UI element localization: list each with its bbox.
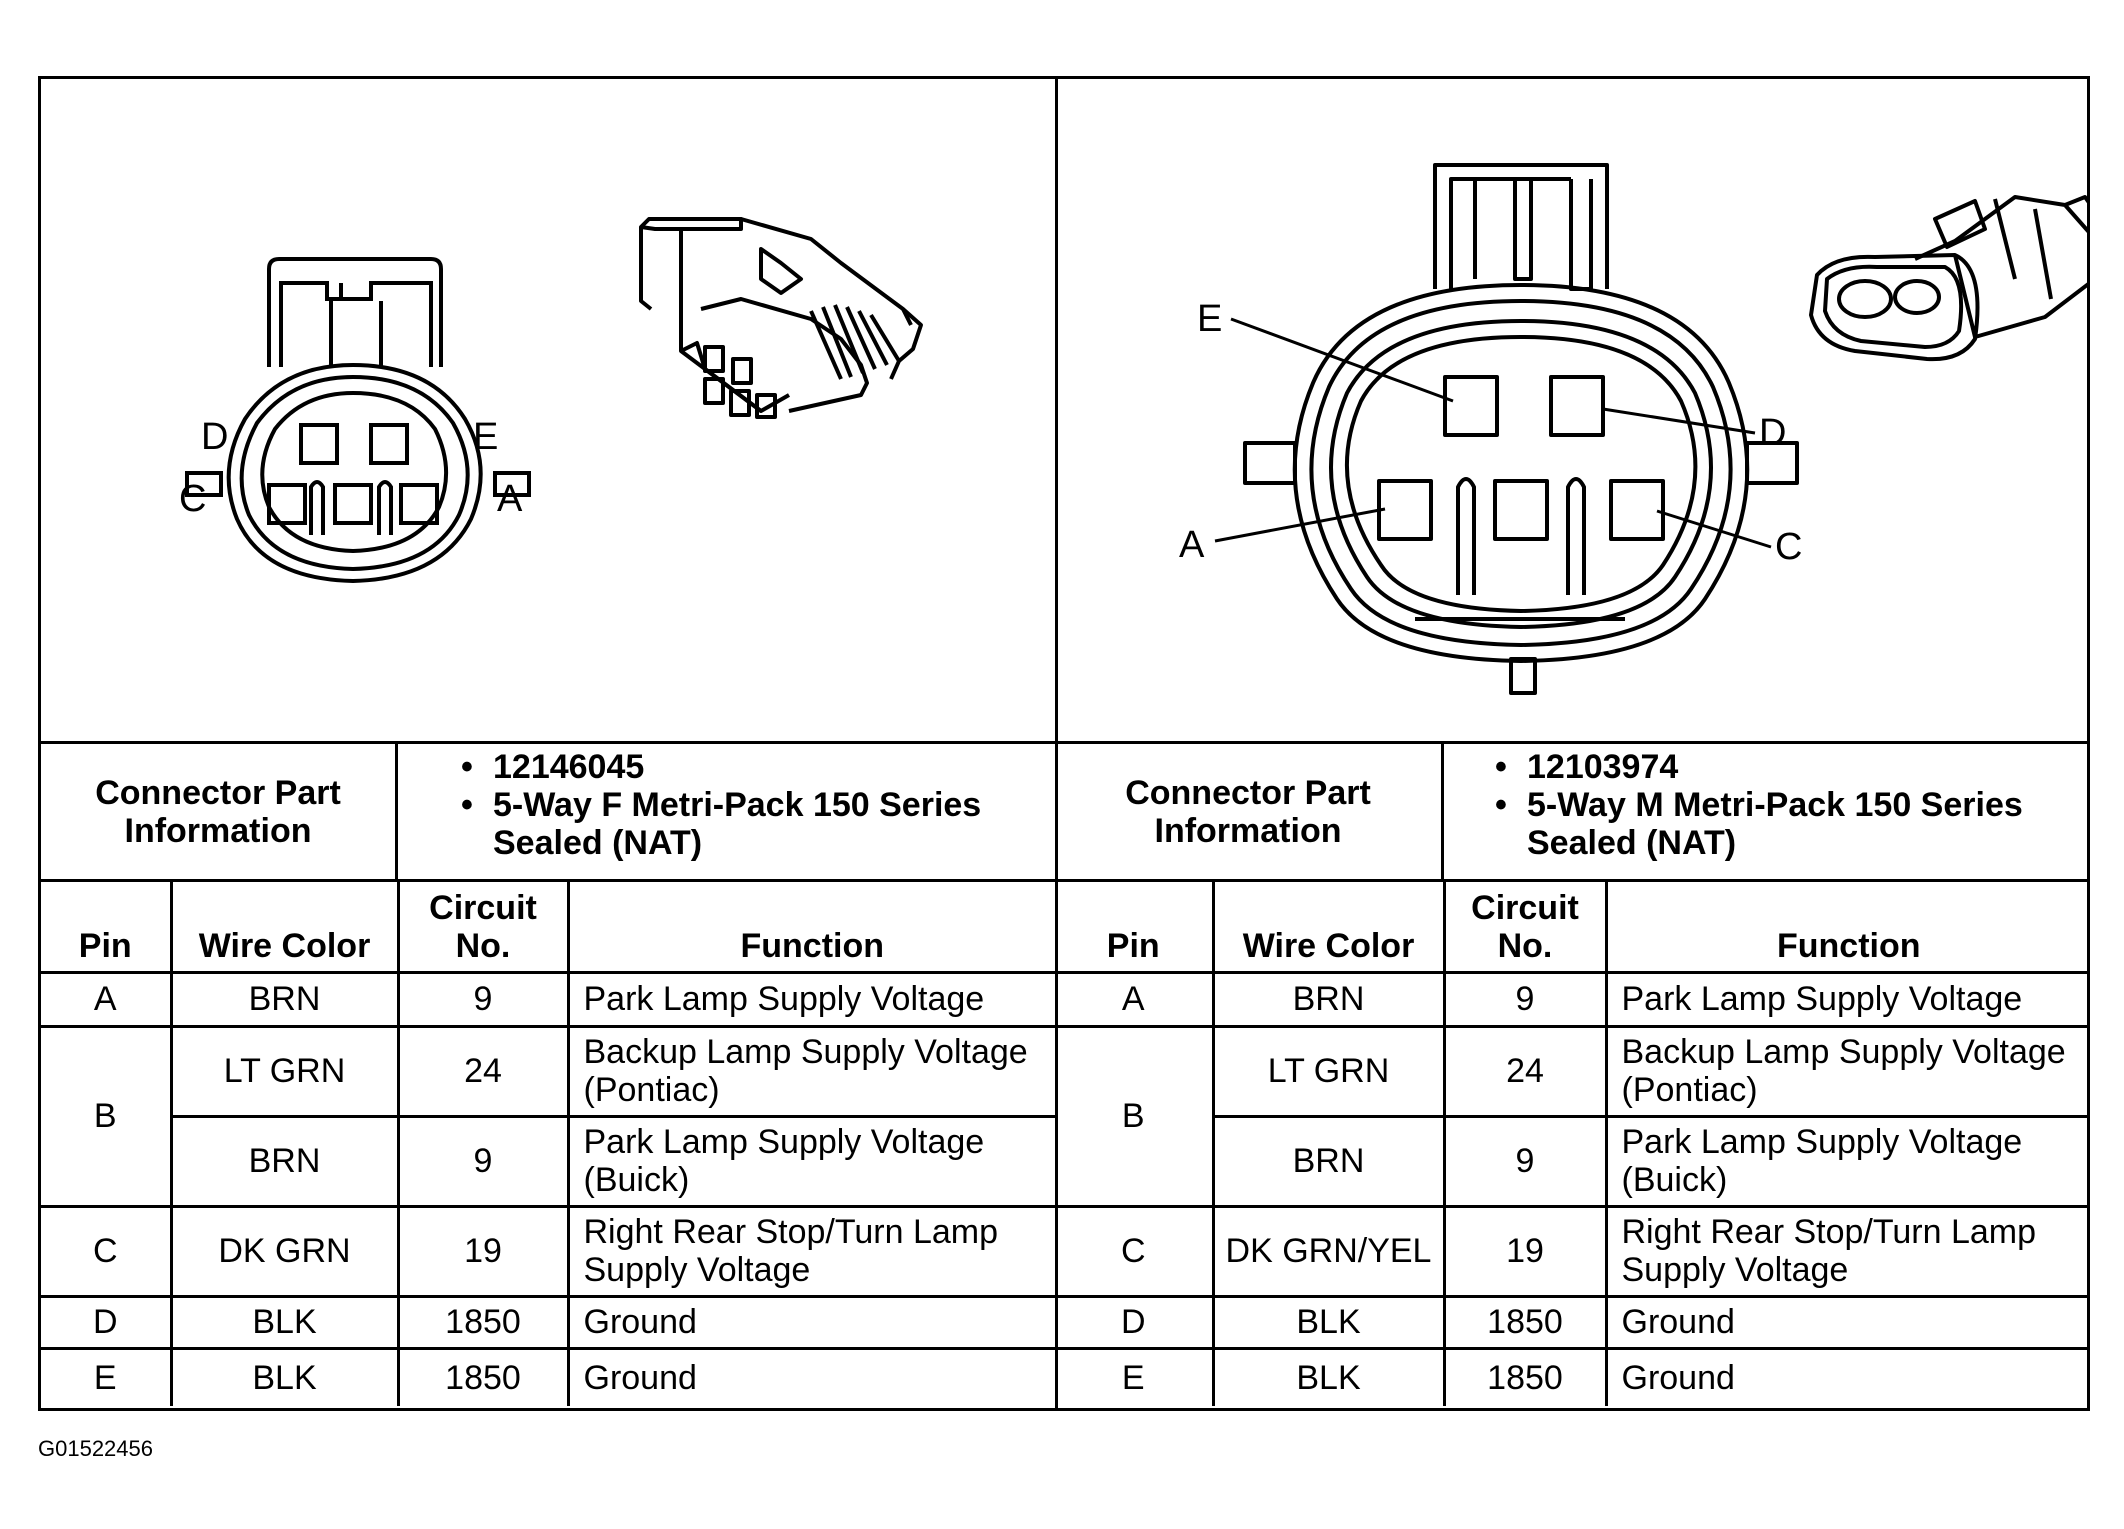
header-wire-color: Wire Color xyxy=(1211,882,1446,974)
male-connector-figure: E D A C xyxy=(1055,79,2090,744)
function-cell: Park Lamp Supply Voltage xyxy=(1604,970,2090,1028)
header-function: Function xyxy=(1604,882,2090,974)
wire-color-cell: LT GRN xyxy=(1211,1024,1446,1118)
part-number: 12146045 xyxy=(461,748,1051,786)
pin-cell: E xyxy=(41,1346,173,1406)
wire-color-cell: BLK xyxy=(1211,1294,1446,1350)
function-cell: Backup Lamp Supply Voltage (Pontiac) xyxy=(566,1024,1055,1118)
header-function: Function xyxy=(566,882,1055,974)
table-row: E BLK 1850 Ground xyxy=(41,1346,1055,1406)
pin-cell: D xyxy=(41,1294,173,1350)
connector-description: 5-Way F Metri-Pack 150 Series Sealed (NA… xyxy=(461,786,1051,862)
pin-cell: C xyxy=(41,1204,173,1298)
wire-color-cell: BRN xyxy=(171,1114,400,1208)
female-connector-figure: D E C A xyxy=(41,79,1055,744)
female-pin-table: Pin Wire Color Circuit No. Function A BR… xyxy=(41,882,1055,1406)
function-cell: Park Lamp Supply Voltage (Buick) xyxy=(566,1114,1055,1208)
circuit-cell: 24 xyxy=(1442,1024,1608,1118)
circuit-cell: 1850 xyxy=(1442,1294,1608,1350)
header-pin: Pin xyxy=(1055,882,1215,974)
pin-cell: A xyxy=(1055,970,1215,1028)
function-cell: Park Lamp Supply Voltage (Buick) xyxy=(1604,1114,2090,1208)
pin-cell: C xyxy=(1055,1204,1215,1298)
table-row: BRN 9 Park Lamp Supply Voltage (Buick) xyxy=(1055,1114,2090,1208)
female-connector-info: Connector Part Information 12146045 5-Wa… xyxy=(41,744,1055,882)
wire-color-cell: DK GRN xyxy=(169,1204,400,1298)
table-row: D BLK 1850 Ground xyxy=(1055,1294,2090,1350)
function-cell: Park Lamp Supply Voltage xyxy=(566,970,1055,1028)
pin-label-d: D xyxy=(1759,412,1786,454)
pin-label-c: C xyxy=(1775,526,1802,568)
function-cell: Right Rear Stop/Turn Lamp Supply Voltage xyxy=(566,1204,1055,1298)
circuit-cell: 9 xyxy=(1442,1114,1608,1208)
pin-cell: B xyxy=(1055,1024,1215,1208)
pin-label-a: A xyxy=(1179,524,1205,566)
connector-part-info-list: 12146045 5-Way F Metri-Pack 150 Series S… xyxy=(461,748,1051,862)
function-cell: Ground xyxy=(1604,1294,2090,1350)
function-cell: Ground xyxy=(566,1294,1055,1350)
circuit-cell: 19 xyxy=(396,1204,570,1298)
pin-cell: A xyxy=(41,970,173,1028)
table-row: B LT GRN 24 Backup Lamp Supply Voltage (… xyxy=(1055,1024,2090,1208)
part-number: 12103974 xyxy=(1495,748,2085,786)
pin-cell: D xyxy=(1055,1294,1215,1350)
function-cell: Right Rear Stop/Turn Lamp Supply Voltage xyxy=(1604,1204,2090,1298)
table-row: D BLK 1850 Ground xyxy=(41,1294,1055,1350)
male-connector-info: Connector Part Information 12103974 5-Wa… xyxy=(1055,744,2090,882)
connector-part-info-list: 12103974 5-Way M Metri-Pack 150 Series S… xyxy=(1495,748,2085,862)
female-connector-panel: D E C A xyxy=(41,79,1058,1408)
circuit-cell: 9 xyxy=(396,970,570,1028)
male-pin-table: Pin Wire Color Circuit No. Function A BR… xyxy=(1055,882,2090,1406)
pin-label-e: E xyxy=(1197,298,1222,340)
wire-color-cell: LT GRN xyxy=(169,1024,400,1118)
circuit-cell: 1850 xyxy=(396,1294,570,1350)
wire-color-cell: BLK xyxy=(1211,1346,1446,1406)
table-row: E BLK 1850 Ground xyxy=(1055,1346,2090,1406)
wire-color-cell: BRN xyxy=(1211,970,1446,1028)
table-row: B LT GRN 24 Backup Lamp Supply Voltage (… xyxy=(41,1024,1055,1208)
male-connector-panel: E D A C Connector Part In xyxy=(1055,79,2090,1408)
function-cell: Backup Lamp Supply Voltage (Pontiac) xyxy=(1604,1024,2090,1118)
table-row: BRN 9 Park Lamp Supply Voltage (Buick) xyxy=(41,1114,1055,1208)
pin-label-e: E xyxy=(473,416,498,458)
wire-color-cell: BLK xyxy=(169,1294,400,1350)
connector-part-info-label: Connector Part Information xyxy=(1055,744,1444,879)
function-cell: Ground xyxy=(1604,1346,2090,1406)
wire-color-cell: DK GRN/YEL xyxy=(1211,1204,1446,1298)
wire-color-cell: BRN xyxy=(169,970,400,1028)
circuit-cell: 9 xyxy=(396,1114,570,1208)
female-connector-drawing: D E C A xyxy=(179,217,923,584)
table-header-row: Pin Wire Color Circuit No. Function xyxy=(41,882,1055,974)
table-row: C DK GRN/YEL 19 Right Rear Stop/Turn Lam… xyxy=(1055,1204,2090,1298)
wire-color-cell: BLK xyxy=(169,1346,400,1406)
circuit-cell: 1850 xyxy=(1442,1346,1608,1406)
figure-id: G01522456 xyxy=(38,1436,153,1461)
pin-label-a: A xyxy=(497,478,523,520)
header-wire-color: Wire Color xyxy=(169,882,400,974)
circuit-cell: 24 xyxy=(396,1024,570,1118)
connector-description: 5-Way M Metri-Pack 150 Series Sealed (NA… xyxy=(1495,786,2085,862)
table-row: A BRN 9 Park Lamp Supply Voltage xyxy=(41,970,1055,1028)
circuit-cell: 9 xyxy=(1442,970,1608,1028)
header-pin: Pin xyxy=(41,882,173,974)
wire-color-cell: BRN xyxy=(1213,1114,1446,1208)
table-row: A BRN 9 Park Lamp Supply Voltage xyxy=(1055,970,2090,1028)
table-header-row: Pin Wire Color Circuit No. Function xyxy=(1055,882,2090,974)
table-row: C DK GRN 19 Right Rear Stop/Turn Lamp Su… xyxy=(41,1204,1055,1298)
circuit-cell: 1850 xyxy=(396,1346,570,1406)
header-circuit: Circuit No. xyxy=(1442,882,1608,974)
function-cell: Ground xyxy=(566,1346,1055,1406)
male-connector-drawing: E D A C xyxy=(1179,163,2090,695)
pin-cell: E xyxy=(1055,1346,1215,1406)
pin-label-d: D xyxy=(201,416,228,458)
diagram-frame: D E C A xyxy=(38,76,2090,1411)
circuit-cell: 19 xyxy=(1442,1204,1608,1298)
header-circuit: Circuit No. xyxy=(396,882,570,974)
pin-label-c: C xyxy=(179,478,206,520)
pin-cell: B xyxy=(41,1024,173,1208)
connector-part-info-label: Connector Part Information xyxy=(41,744,398,879)
